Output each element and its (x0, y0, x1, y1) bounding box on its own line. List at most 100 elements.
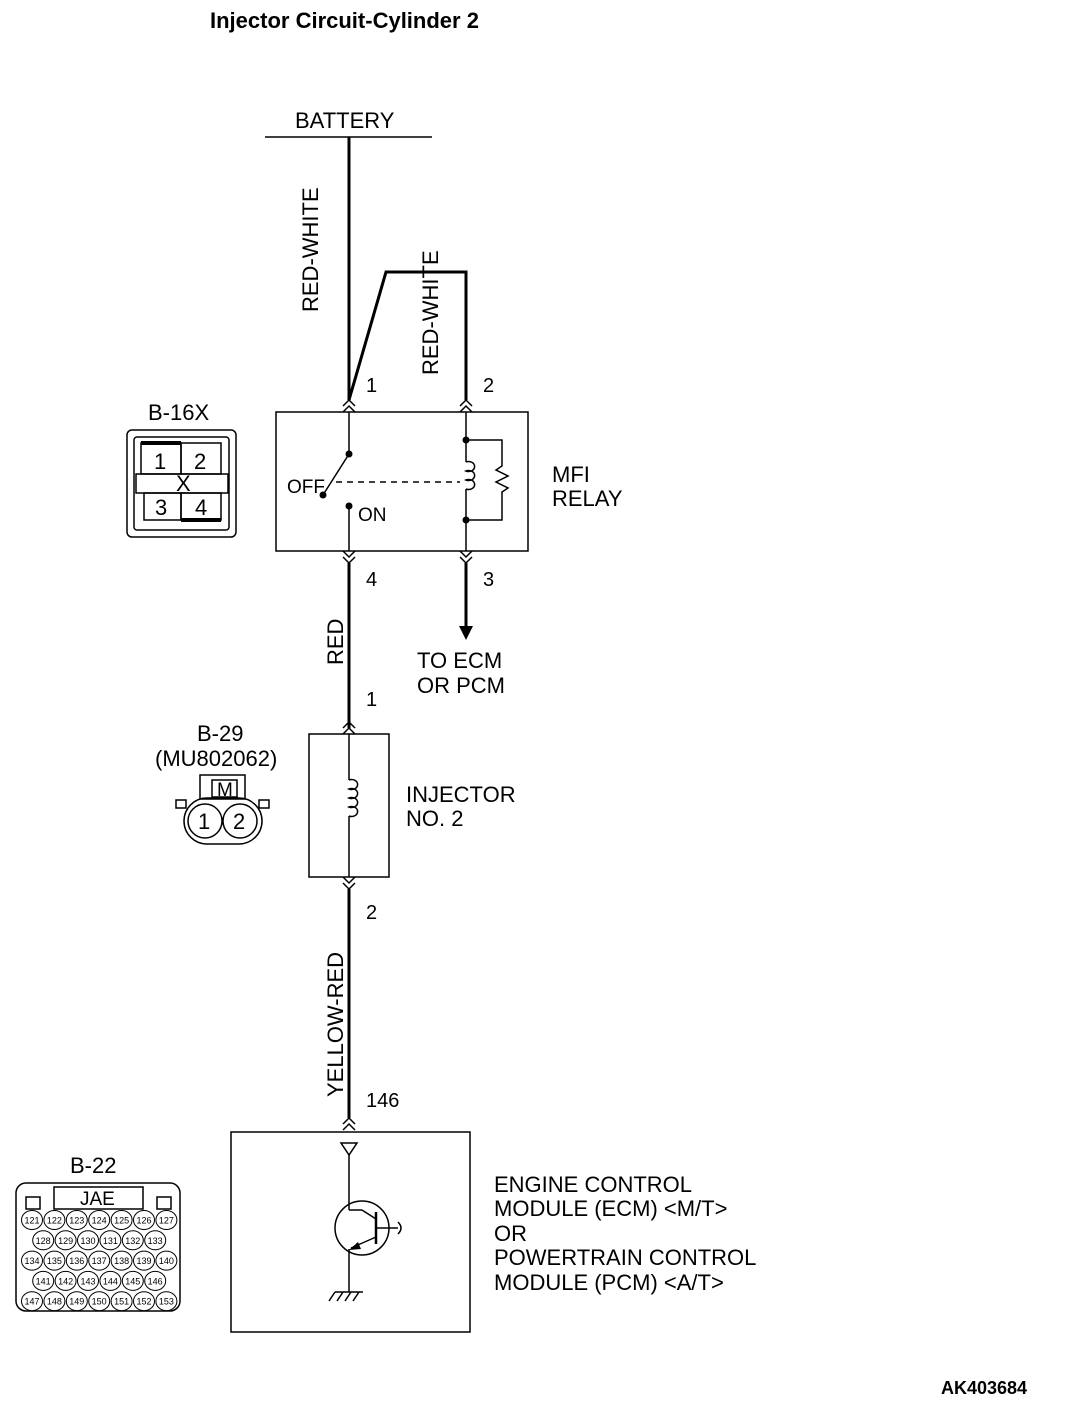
b22-pin-socket (144, 1270, 167, 1291)
b22-pin-label: 124 (92, 1216, 107, 1226)
b22-pin-label: 152 (136, 1297, 151, 1307)
injector-top-terminals (342, 720, 356, 735)
relay-switch (319, 412, 460, 551)
relay-name-1: MFI (552, 462, 590, 487)
to-ecm-label-1: TO ECM (417, 648, 502, 673)
b22-pin-label: 139 (136, 1256, 151, 1266)
ecm-transistor (328, 1142, 402, 1302)
b22-pin-socket (77, 1230, 99, 1251)
wire-battery-pin2 (347, 270, 468, 401)
switch-on-label: ON (358, 505, 387, 526)
b16x-id: B-16X (148, 400, 209, 425)
ecm-text-2: MODULE (ECM) <M/T> (494, 1196, 727, 1221)
b22-id: B-22 (70, 1153, 116, 1178)
b22-pin-label: 149 (69, 1297, 84, 1307)
b22-pin-label: 128 (36, 1236, 51, 1246)
injector-name-1: INJECTOR (406, 782, 516, 807)
b29-pin-2: 2 (233, 809, 245, 834)
b22-pin-label: 143 (80, 1276, 95, 1286)
b22-pin-socket (32, 1230, 55, 1251)
b22-pin-label: 138 (114, 1256, 129, 1266)
b22-pin-socket (121, 1270, 144, 1291)
b22-pin-socket (144, 1230, 167, 1251)
b22-pin-socket (155, 1291, 178, 1312)
b16x-pin-3: 3 (155, 495, 167, 520)
injector-pin-2: 2 (366, 902, 377, 924)
ecm-text-3: OR (494, 1221, 527, 1246)
b22-pin-socket (88, 1291, 111, 1312)
b22-pin-label: 150 (92, 1297, 107, 1307)
b22-pin-socket (43, 1250, 66, 1271)
b16x-pin-4: 4 (195, 495, 207, 520)
b22-pin-socket (43, 1210, 66, 1230)
b22-pin-label: 132 (125, 1236, 140, 1246)
relay-name-2: RELAY (552, 486, 623, 511)
b22-pin-socket (65, 1250, 88, 1271)
wire-color-text: RED-WHITE (298, 187, 323, 312)
b22-pin-socket (54, 1270, 77, 1291)
b22-pin-label: 131 (103, 1236, 118, 1246)
b29-pin-1: 1 (198, 809, 210, 834)
b22-pin-socket (88, 1250, 111, 1271)
wire-color-text: RED-WHITE (418, 250, 443, 375)
b22-pin-label: 140 (159, 1256, 174, 1266)
b16x-pin-2: 2 (194, 449, 206, 474)
b22-pin-label: 137 (92, 1256, 107, 1266)
b22-pin-socket (21, 1210, 43, 1230)
b22-pin-label: 122 (47, 1216, 62, 1226)
battery-label: BATTERY (295, 108, 395, 133)
ecm-box (230, 1131, 471, 1333)
ecm-text-4: POWERTRAIN CONTROL (494, 1245, 756, 1270)
b16x-connector-face (126, 429, 237, 538)
b22-pin-label: 129 (58, 1236, 73, 1246)
b22-pin-label: 134 (24, 1256, 39, 1266)
b29-part: (MU802062) (155, 746, 277, 771)
b22-pin-socket (110, 1210, 133, 1230)
to-ecm-arrow (459, 626, 473, 640)
b22-pin-socket (155, 1210, 178, 1230)
b22-pin-label: 127 (159, 1216, 174, 1226)
b22-pin-label: 135 (47, 1256, 62, 1266)
switch-off-label: OFF (287, 477, 325, 498)
b22-pin-label: 145 (125, 1276, 140, 1286)
b22-pin-label: 123 (69, 1216, 84, 1226)
b22-pin-socket (21, 1250, 43, 1271)
b22-pin-socket (133, 1250, 155, 1271)
relay-top-terminals (342, 398, 473, 413)
relay-pin-3: 3 (483, 569, 494, 591)
b22-pin-socket (54, 1230, 77, 1251)
b22-pin-label: 146 (148, 1276, 163, 1286)
b22-pin-socket (121, 1230, 144, 1251)
relay-coil (462, 412, 510, 551)
injector-coil (346, 734, 359, 877)
b22-pin-socket (88, 1210, 111, 1230)
mfi-relay-box (275, 411, 529, 552)
b22-pin-socket (21, 1291, 43, 1312)
wire-color-red-white-2: RED-WHITE (418, 250, 443, 375)
relay-pin-4: 4 (366, 569, 377, 591)
b22-pin-socket (43, 1291, 66, 1312)
b22-pin-label: 142 (58, 1276, 73, 1286)
wire-color-text: RED (323, 619, 348, 665)
b22-pin-socket (155, 1250, 178, 1271)
b22-pin-socket (99, 1270, 122, 1291)
b22-pin-label: 133 (148, 1236, 163, 1246)
b22-pin-label: 148 (47, 1297, 62, 1307)
wire-color-yellow-red: YELLOW-RED (323, 952, 348, 1097)
b22-pin-label: 151 (114, 1297, 129, 1307)
wire-color-red: RED (323, 619, 348, 665)
b22-pin-label: 147 (24, 1297, 39, 1307)
ecm-text-1: ENGINE CONTROL (494, 1172, 692, 1197)
b16x-pin-1: 1 (154, 449, 166, 474)
b22-pin-label: 126 (136, 1216, 151, 1226)
b22-pin-socket (65, 1210, 88, 1230)
wire-color-red-white-1: RED-WHITE (298, 187, 323, 312)
b22-pin-socket (110, 1291, 133, 1312)
b22-pin-socket (133, 1210, 155, 1230)
b22-pin-label: 153 (159, 1297, 174, 1307)
injector-name-2: NO. 2 (406, 806, 463, 831)
b22-pin-socket (65, 1291, 88, 1312)
injector-pin-1: 1 (366, 689, 377, 711)
